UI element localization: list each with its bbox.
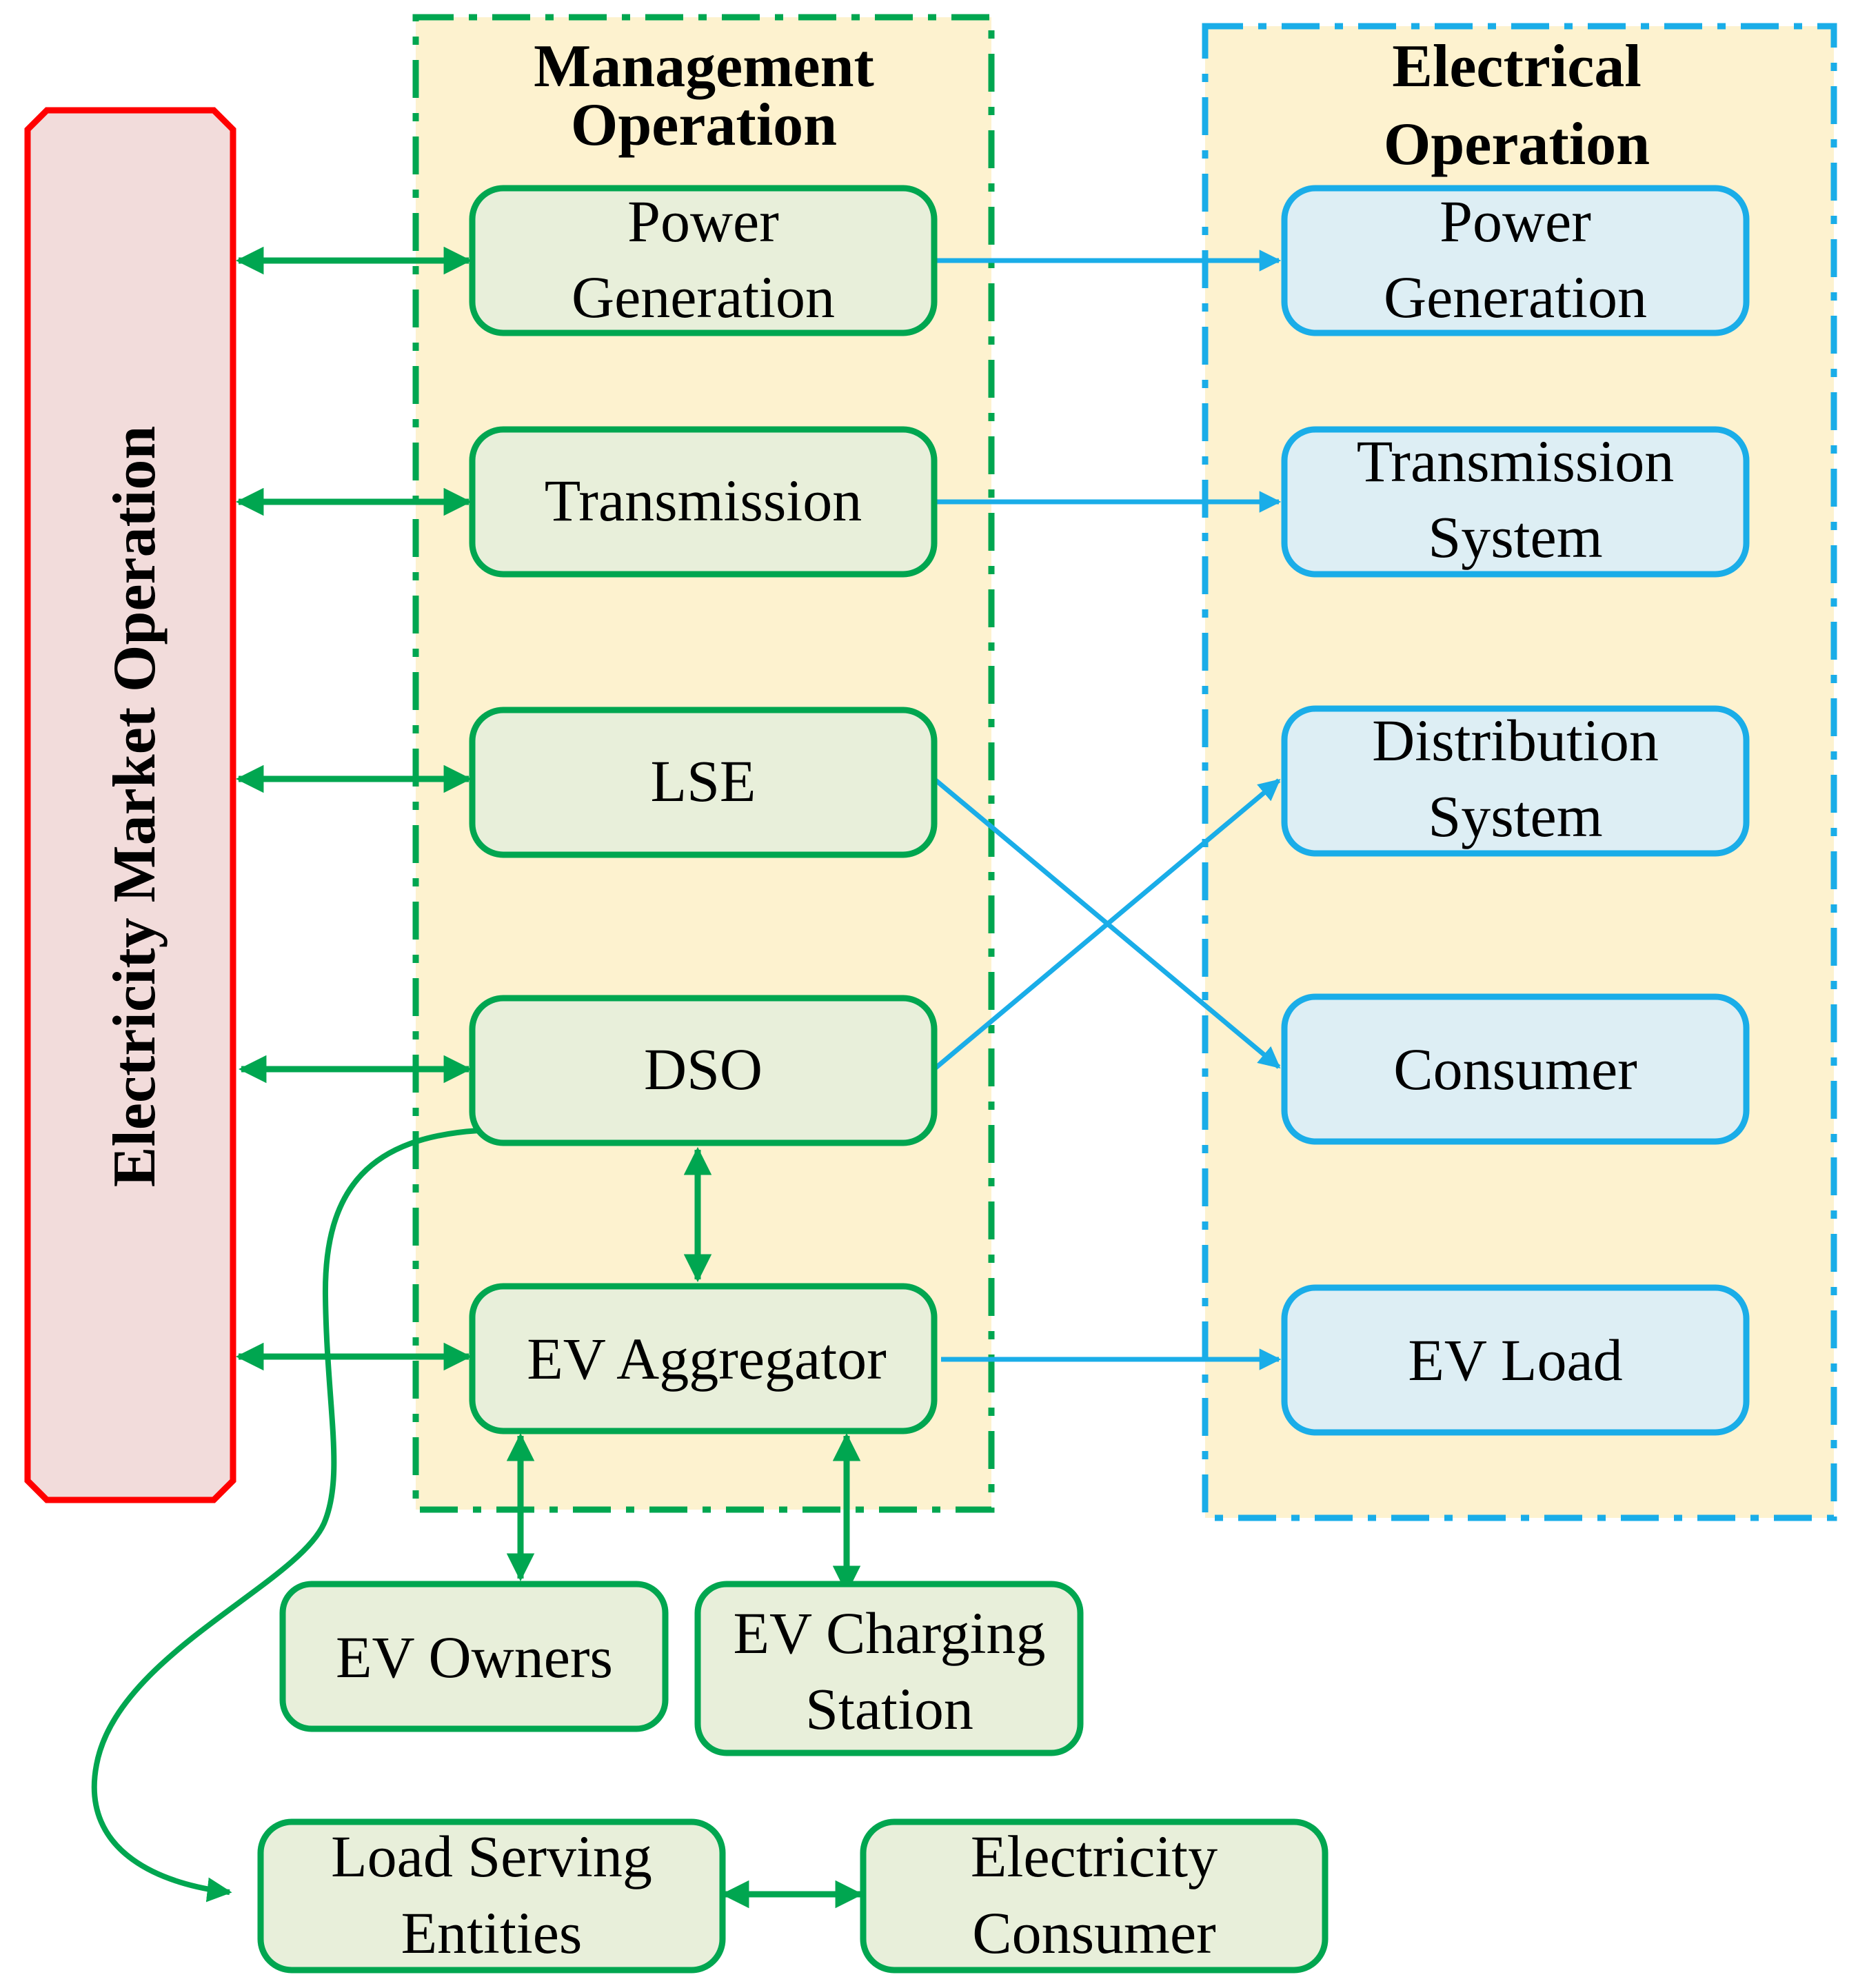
mgmt-ev-aggregator-box: EV Aggregator	[469, 1283, 938, 1434]
ev-owners-box: EV Owners	[279, 1581, 669, 1732]
dso-load-serving-curve	[91, 1128, 480, 1903]
mgmt-dso-label: DSO	[644, 1036, 763, 1102]
electricity-consumer-label-2: Consumer	[972, 1900, 1216, 1966]
elec-transmission-system-box: Transmission System	[1281, 426, 1750, 578]
elec-power-generation-box: Power Generation	[1281, 185, 1750, 336]
electricity-consumer-label: Electricity	[971, 1823, 1218, 1889]
mgmt-transmission-box: Transmission	[469, 426, 938, 578]
dso-distribution-link	[932, 778, 1281, 1071]
elec-distribution-system-label-2: System	[1428, 783, 1602, 849]
market-operation-box	[24, 107, 236, 1503]
elec-consumer-label: Consumer	[1393, 1036, 1637, 1102]
mgmt-power-generation-label-2: Generation	[572, 264, 835, 330]
mgmt-dso-box: DSO	[469, 995, 938, 1146]
ev-charging-station-box: EV Charging Station	[694, 1581, 1084, 1756]
management-title-line2: Operation	[571, 92, 837, 159]
mgmt-transmission-label: Transmission	[545, 467, 862, 534]
elec-power-generation-label-2: Generation	[1384, 264, 1647, 330]
market-operation-label: Electricity Market Operation	[101, 426, 168, 1188]
elec-power-generation-label: Power	[1440, 188, 1591, 254]
mgmt-lse-box: LSE	[469, 707, 938, 858]
mgmt-ev-aggregator-label: EV Aggregator	[527, 1326, 886, 1392]
elec-consumer-box: Consumer	[1281, 993, 1750, 1145]
ev-charging-station-label-2: Station	[805, 1676, 973, 1742]
electrical-title: Electrical	[1392, 33, 1642, 100]
load-serving-entities-label: Load Serving	[331, 1823, 652, 1889]
elec-distribution-system-label: Distribution	[1372, 707, 1659, 773]
electrical-title-line2: Operation	[1384, 111, 1650, 178]
ev-owners-label: EV Owners	[336, 1624, 613, 1690]
mgmt-power-generation-label: Power	[627, 188, 779, 254]
ev-charging-station-label: EV Charging	[733, 1600, 1045, 1666]
elec-ev-load-label: EV Load	[1408, 1327, 1622, 1393]
elec-ev-load-box: EV Load	[1281, 1284, 1750, 1436]
elec-transmission-system-label: Transmission	[1357, 428, 1674, 494]
electricity-consumer-box: Electricity Consumer	[860, 1818, 1329, 1974]
management-title: Management	[534, 33, 874, 100]
elec-distribution-system-box: Distribution System	[1281, 705, 1750, 857]
mgmt-power-generation-box: Power Generation	[469, 185, 938, 336]
load-serving-entities-label-2: Entities	[401, 1900, 583, 1966]
load-serving-entities-box: Load Serving Entities	[257, 1818, 726, 1974]
elec-transmission-system-label-2: System	[1428, 504, 1602, 570]
mgmt-lse-label: LSE	[651, 748, 756, 814]
